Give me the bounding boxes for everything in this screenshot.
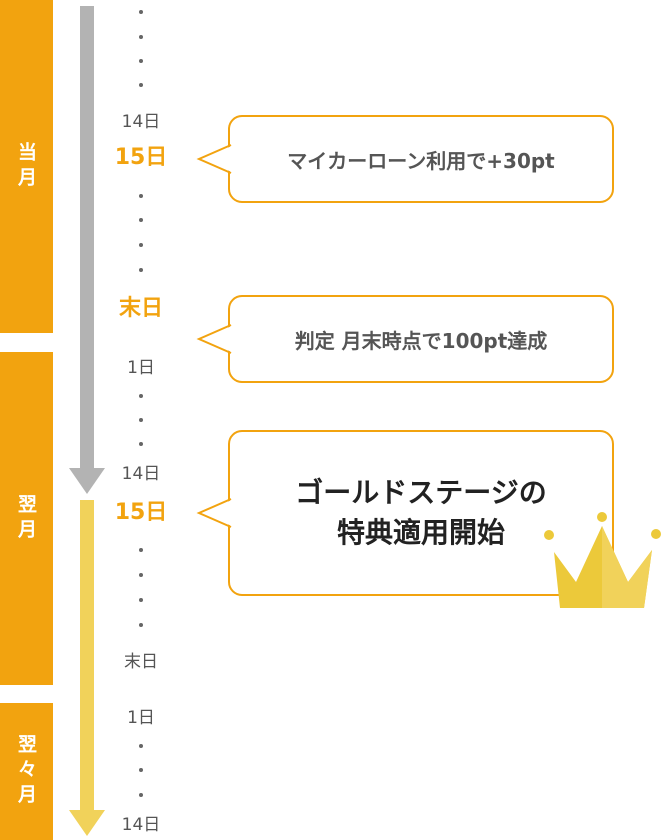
- gold-stage-line-2: 特典適用開始: [336, 516, 505, 549]
- day-end-next: 末日: [124, 652, 158, 672]
- callout-tail: [196, 498, 232, 528]
- callout-tail: [196, 144, 232, 174]
- day-14-after-next: 14日: [121, 815, 161, 835]
- day-14-current: 14日: [121, 112, 161, 132]
- day-end-current: 末日: [118, 296, 163, 321]
- timeline-dot: [139, 573, 143, 577]
- crown-icon: [544, 512, 661, 608]
- callout-tail: [196, 324, 232, 354]
- timeline-dot: [139, 243, 143, 247]
- period-current-month: 当月: [0, 0, 53, 333]
- period-next-month: 翌月: [0, 352, 53, 685]
- callout-loan-text: マイカーローン利用で+30pt: [287, 148, 555, 173]
- gold-stage-line-1: ゴールドステージの: [295, 476, 547, 509]
- period-month-after-next: 翌々月: [0, 703, 53, 840]
- callout-loan-bonus: マイカーローン利用で+30pt: [196, 115, 614, 203]
- timeline-dot: [139, 744, 143, 748]
- timeline-dot: [139, 83, 143, 87]
- day-15-current: 15日: [114, 145, 168, 170]
- callout-judgment: 判定 月末時点で100pt達成: [196, 295, 614, 383]
- timeline-dot: [139, 59, 143, 63]
- callout-judgment-text: 判定 月末時点で100pt達成: [294, 328, 548, 353]
- timeline-dot: [139, 548, 143, 552]
- timeline-dot: [139, 35, 143, 39]
- yellow-arrow-shaft: [80, 500, 94, 812]
- timeline-dot: [139, 793, 143, 797]
- day-15-next: 15日: [114, 500, 168, 525]
- timeline-dot: [139, 442, 143, 446]
- timeline-dot: [139, 194, 143, 198]
- timeline-dot: [139, 268, 143, 272]
- gray-arrow-shaft: [80, 6, 94, 470]
- timeline-dot: [139, 768, 143, 772]
- day-14-next: 14日: [121, 464, 161, 484]
- callout-gold-text: ゴールドステージの 特典適用開始: [295, 473, 546, 553]
- callout-gold-stage: ゴールドステージの 特典適用開始: [196, 430, 614, 596]
- timeline-dot: [139, 394, 143, 398]
- yellow-arrow-head: [69, 810, 105, 836]
- gray-arrow-head: [69, 468, 105, 494]
- timeline-dot: [139, 418, 143, 422]
- day-1-after-next: 1日: [127, 708, 155, 728]
- timeline-dot: [139, 598, 143, 602]
- day-1-next: 1日: [127, 358, 155, 378]
- timeline-dot: [139, 10, 143, 14]
- timeline-dot: [139, 218, 143, 222]
- timeline-dot: [139, 623, 143, 627]
